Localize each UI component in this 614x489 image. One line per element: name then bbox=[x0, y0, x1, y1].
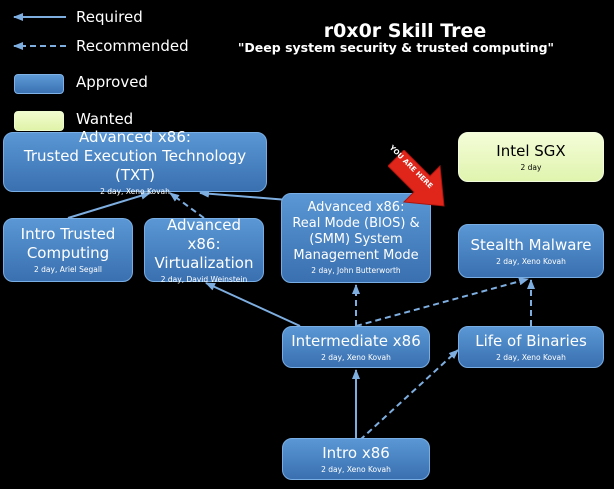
legend-wanted-swatch bbox=[14, 111, 64, 131]
edge-trusted-to-txt bbox=[67, 191, 151, 219]
node-intro-title: Intro x86 bbox=[322, 443, 390, 462]
node-realmode-title: Advanced x86: Real Mode (BIOS) & (SMM) S… bbox=[292, 200, 420, 263]
node-intro-subtitle: 2 day, Xeno Kovah bbox=[321, 464, 391, 474]
node-sgx-title: Intel SGX bbox=[496, 141, 566, 160]
node-txt-subtitle: 2 day, Xeno Kovah bbox=[100, 186, 170, 196]
page-subtitle: "Deep system security & trusted computin… bbox=[237, 40, 555, 55]
node-txt-title: Advanced x86: Trusted Execution Technolo… bbox=[23, 127, 247, 184]
edge-realmode-to-txt bbox=[199, 189, 289, 201]
node-intermediate-x86[interactable]: Intermediate x86 2 day, Xeno Kovah bbox=[282, 326, 430, 368]
page-title: r0x0r Skill Tree bbox=[323, 20, 487, 42]
node-sgx-subtitle: 2 day bbox=[520, 162, 542, 172]
edge-intro-to-binaries bbox=[359, 349, 459, 441]
node-virtualization[interactable]: Advanced x86: Virtualization 2 day, Davi… bbox=[144, 215, 264, 284]
edge-virt-to-txt bbox=[169, 192, 205, 219]
node-virt-title: Advanced x86: Virtualization bbox=[154, 215, 254, 272]
node-stealth-subtitle: 2 day, Xeno Kovah bbox=[496, 256, 566, 266]
node-txt[interactable]: Advanced x86: Trusted Execution Technolo… bbox=[3, 128, 267, 196]
legend-approved-label: Approved bbox=[76, 73, 148, 91]
node-real-mode-smm[interactable]: Advanced x86: Real Mode (BIOS) & (SMM) S… bbox=[281, 193, 431, 283]
node-inter-title: Intermediate x86 bbox=[291, 331, 421, 350]
node-stealth-title: Stealth Malware bbox=[470, 235, 592, 254]
node-trusted-title: Intro Trusted Computing bbox=[20, 225, 116, 262]
node-inter-subtitle: 2 day, Xeno Kovah bbox=[321, 352, 391, 362]
node-trusted-subtitle: 2 day, Ariel Segall bbox=[34, 265, 102, 274]
legend-wanted-label: Wanted bbox=[76, 110, 134, 128]
node-virt-subtitle: 2 day, David Weinstein bbox=[160, 274, 248, 284]
legend-recommended-label: Recommended bbox=[76, 37, 189, 55]
you-are-here-arrow-icon bbox=[388, 150, 445, 207]
node-intro-trusted-computing[interactable]: Intro Trusted Computing 2 day, Ariel Seg… bbox=[3, 218, 133, 282]
edge-inter-to-stealth bbox=[355, 277, 529, 327]
legend-approved-swatch bbox=[14, 74, 64, 94]
legend-required-label: Required bbox=[76, 8, 143, 26]
node-life-of-binaries[interactable]: Life of Binaries 2 day, Xeno Kovah bbox=[458, 326, 604, 368]
node-intro-x86[interactable]: Intro x86 2 day, Xeno Kovah bbox=[282, 438, 430, 480]
node-binaries-subtitle: 2 day, Xeno Kovah bbox=[496, 352, 566, 362]
edge-inter-to-virt bbox=[205, 282, 301, 327]
node-realmode-subtitle: 2 day, John Butterworth bbox=[311, 266, 401, 275]
node-stealth-malware[interactable]: Stealth Malware 2 day, Xeno Kovah bbox=[458, 224, 604, 278]
node-binaries-title: Life of Binaries bbox=[475, 331, 587, 350]
node-sgx[interactable]: Intel SGX 2 day bbox=[458, 132, 604, 182]
